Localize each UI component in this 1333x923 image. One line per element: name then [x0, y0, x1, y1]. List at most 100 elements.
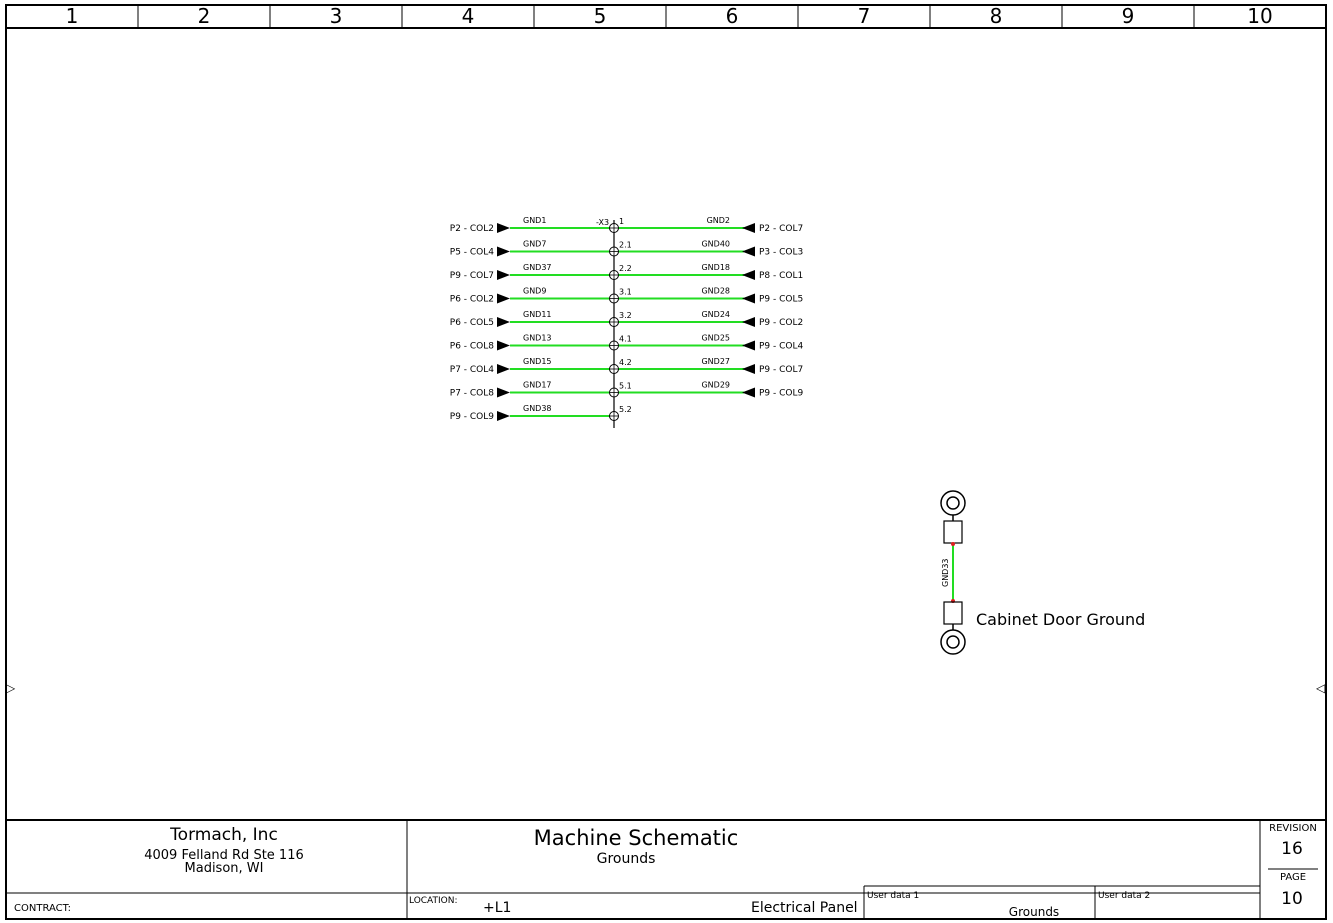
left-wire-label: GND37: [523, 263, 552, 272]
location-value: +L1: [483, 900, 511, 916]
right-wire-label: GND2: [707, 216, 730, 225]
left-cross-reference: P6 - COL2: [450, 295, 494, 305]
left-arrow-icon: [497, 387, 510, 398]
right-arrow-icon: [742, 317, 755, 327]
terminal-number: 5.1: [619, 382, 632, 391]
page-value: 10: [1281, 889, 1303, 909]
user-data1-value: Grounds: [1009, 905, 1059, 919]
ring-terminal-top: [940, 490, 966, 516]
left-wire-label: GND1: [523, 216, 546, 225]
wire-node-top: [951, 542, 955, 546]
ground-strap-label: Cabinet Door Ground: [976, 610, 1145, 629]
right-arrow-icon: [742, 270, 755, 280]
column-grid-bar: 1 2 3 4 5 6 7 8 9 10: [6, 4, 1326, 29]
terminal-number: 3.1: [619, 288, 632, 297]
left-arrow-icon: [497, 223, 510, 233]
left-cross-reference: P7 - COL8: [450, 389, 495, 399]
right-arrow-icon: [742, 246, 755, 257]
grid-column-label: 7: [858, 4, 871, 28]
left-wire-label: GND15: [523, 357, 552, 366]
grid-column-label: 5: [594, 4, 607, 28]
left-arrow-icon: [497, 270, 510, 280]
crimp-barrel-top: [943, 520, 963, 544]
terminal-number: 4.2: [619, 358, 632, 367]
location-name: Electrical Panel: [751, 900, 858, 916]
ring-terminal-bottom: [940, 629, 966, 655]
right-wire-label: GND25: [701, 334, 730, 343]
terminal-strip-tag: -X3: [596, 218, 609, 227]
left-side-marker: ▷: [6, 681, 16, 695]
left-wire-label: GND13: [523, 334, 552, 343]
grid-column-label: 4: [462, 4, 475, 28]
company-address-line2: Madison, WI: [185, 861, 264, 876]
cabinet-door-ground-strap: GND33 Cabinet Door Ground: [940, 490, 1145, 655]
company-name: Tormach, Inc: [169, 825, 278, 845]
right-cross-reference: P2 - COL7: [759, 224, 803, 234]
terminal-number: 2.2: [619, 264, 632, 273]
left-cross-reference: P6 - COL5: [450, 318, 494, 328]
left-wire-label: GND38: [523, 404, 552, 413]
right-cross-reference: P9 - COL9: [759, 389, 804, 399]
drawing-subtitle: Grounds: [597, 851, 656, 867]
left-cross-reference: P9 - COL7: [450, 271, 494, 281]
terminal-number: 3.2: [619, 311, 632, 320]
left-wire-label: GND17: [523, 381, 552, 390]
left-cross-reference: P6 - COL8: [450, 342, 495, 352]
left-arrow-icon: [497, 411, 510, 421]
drawing-title: Machine Schematic: [534, 826, 739, 850]
right-arrow-icon: [742, 340, 755, 351]
right-wire-label: GND28: [701, 287, 730, 296]
left-arrow-icon: [497, 317, 510, 327]
left-cross-reference: P9 - COL9: [450, 412, 495, 422]
terminal-number: 2.1: [619, 241, 632, 250]
terminal-strip-x3: -X3 P2 - COL2 GND1 GND2 P2 - COL7 1 P5 - COL4…: [450, 216, 804, 428]
right-wire-label: GND27: [701, 357, 730, 366]
location-label: LOCATION:: [409, 896, 458, 906]
right-arrow-icon: [742, 364, 755, 374]
sheet-frame: [5, 4, 1327, 920]
left-wire-label: GND9: [523, 287, 546, 296]
revision-label: REVISION: [1269, 823, 1317, 834]
contract-label: CONTRACT:: [14, 903, 71, 914]
terminal-number: 5.2: [619, 405, 632, 414]
grid-column-label: 2: [198, 4, 211, 28]
ground-strap-wire-label: GND33: [941, 558, 950, 587]
left-wire-label: GND7: [523, 240, 546, 249]
right-arrow-icon: [742, 293, 755, 304]
left-arrow-icon: [497, 293, 510, 304]
company-address-line1: 4009 Felland Rd Ste 116: [144, 848, 304, 863]
terminal-number: 1: [619, 217, 624, 226]
right-wire-label: GND18: [701, 263, 730, 272]
left-wire-label: GND11: [523, 310, 552, 319]
right-cross-reference: P3 - COL3: [759, 248, 803, 258]
user-data2-label: User data 2: [1098, 891, 1150, 901]
ring-terminal-top-hole: [946, 496, 960, 510]
right-cross-reference: P9 - COL4: [759, 342, 804, 352]
left-arrow-icon: [497, 246, 510, 257]
right-cross-reference: P9 - COL5: [759, 295, 803, 305]
ring-terminal-bottom-hole: [946, 635, 960, 649]
right-wire-label: GND40: [701, 240, 730, 249]
grid-column-label: 1: [66, 4, 79, 28]
left-cross-reference: P7 - COL4: [450, 365, 495, 375]
right-arrow-icon: [742, 387, 755, 398]
grid-column-label: 6: [726, 4, 739, 28]
grid-column-label: 8: [990, 4, 1003, 28]
page-label: PAGE: [1280, 872, 1306, 883]
right-cross-reference: P9 - COL7: [759, 365, 803, 375]
grid-column-label: 9: [1122, 4, 1135, 28]
revision-value: 16: [1281, 839, 1303, 859]
crimp-barrel-bottom: [943, 601, 963, 625]
left-cross-reference: P2 - COL2: [450, 224, 494, 234]
right-wire-label: GND29: [701, 381, 730, 390]
right-arrow-icon: [742, 223, 755, 233]
right-wire-label: GND24: [701, 310, 730, 319]
right-side-marker: ◁: [1315, 681, 1325, 695]
right-cross-reference: P8 - COL1: [759, 271, 803, 281]
grid-column-label: 3: [330, 4, 343, 28]
grid-column-label: 10: [1247, 4, 1272, 28]
terminal-number: 4.1: [619, 335, 632, 344]
left-cross-reference: P5 - COL4: [450, 248, 495, 258]
user-data1-label: User data 1: [867, 891, 919, 901]
